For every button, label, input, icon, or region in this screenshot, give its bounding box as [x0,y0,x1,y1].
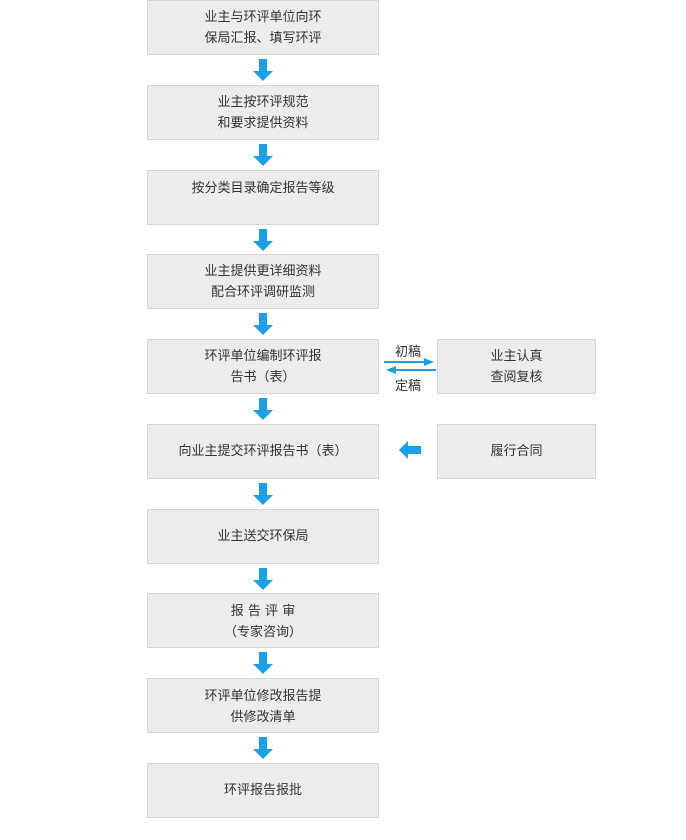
down-arrow-icon [253,59,273,81]
step-8-line-2: （专家咨询） [223,625,302,640]
down-arrow-icon [253,313,273,335]
step-8: 报 告 评 审 （专家咨询） [147,593,379,648]
side-box-contract-line-1: 履行合同 [490,444,543,459]
step-6: 向业主提交环评报告书（表） [147,424,379,479]
draft-label: 初稿 [395,345,422,360]
down-arrow-icon [253,398,273,420]
step-9: 环评单位修改报告提 供修改清单 [147,678,379,733]
down-arrow-icon [253,483,273,505]
side-box-contract: 履行合同 [437,424,596,479]
step-2: 业主按环评规范 和要求提供资料 [147,85,379,140]
step-6-line-1: 向业主提交环评报告书（表） [178,444,348,459]
exchange-arrows-icon [384,358,436,374]
step-4-line-2: 配合环评调研监测 [210,284,315,300]
step-7-line-1: 业主送交环保局 [217,529,309,544]
step-10-line-1: 环评报告报批 [223,783,302,798]
step-8-line-1: 报 告 评 审 [230,604,296,619]
step-4: 业主提供更详细资料 配合环评调研监测 [147,254,379,309]
step-1: 业主与环评单位向环 保局汇报、填写环评 [147,0,379,55]
down-arrow-icon [253,229,273,251]
step-1-line-2: 保局汇报、填写环评 [204,30,322,46]
step-1-line-1: 业主与环评单位向环 [204,9,322,25]
step-9-line-1: 环评单位修改报告提 [204,689,322,704]
side-box-review: 业主认真 查阅复核 [437,339,596,394]
down-arrow-icon [253,652,273,674]
step-3: 按分类目录确定报告等级 [147,170,379,225]
step-7: 业主送交环保局 [147,509,379,564]
step-3-line-1: 按分类目录确定报告等级 [191,181,335,196]
side-box-review-line-2: 查阅复核 [490,369,543,385]
down-arrow-icon [253,144,273,166]
step-5-line-1: 环评单位编制环评报 [204,348,322,364]
left-arrow-icon [399,441,421,459]
step-2-line-1: 业主按环评规范 [217,94,309,110]
step-5: 环评单位编制环评报 告书（表） [147,339,379,394]
step-4-line-1: 业主提供更详细资料 [204,263,322,279]
step-9-line-2: 供修改清单 [230,710,296,725]
down-arrow-icon [253,737,273,759]
step-5-line-2: 告书（表） [230,369,296,385]
step-2-line-2: 和要求提供资料 [217,115,309,131]
side-box-review-line-1: 业主认真 [490,348,543,364]
down-arrow-icon [253,568,273,590]
final-label: 定稿 [395,379,422,394]
step-10: 环评报告报批 [147,763,379,818]
